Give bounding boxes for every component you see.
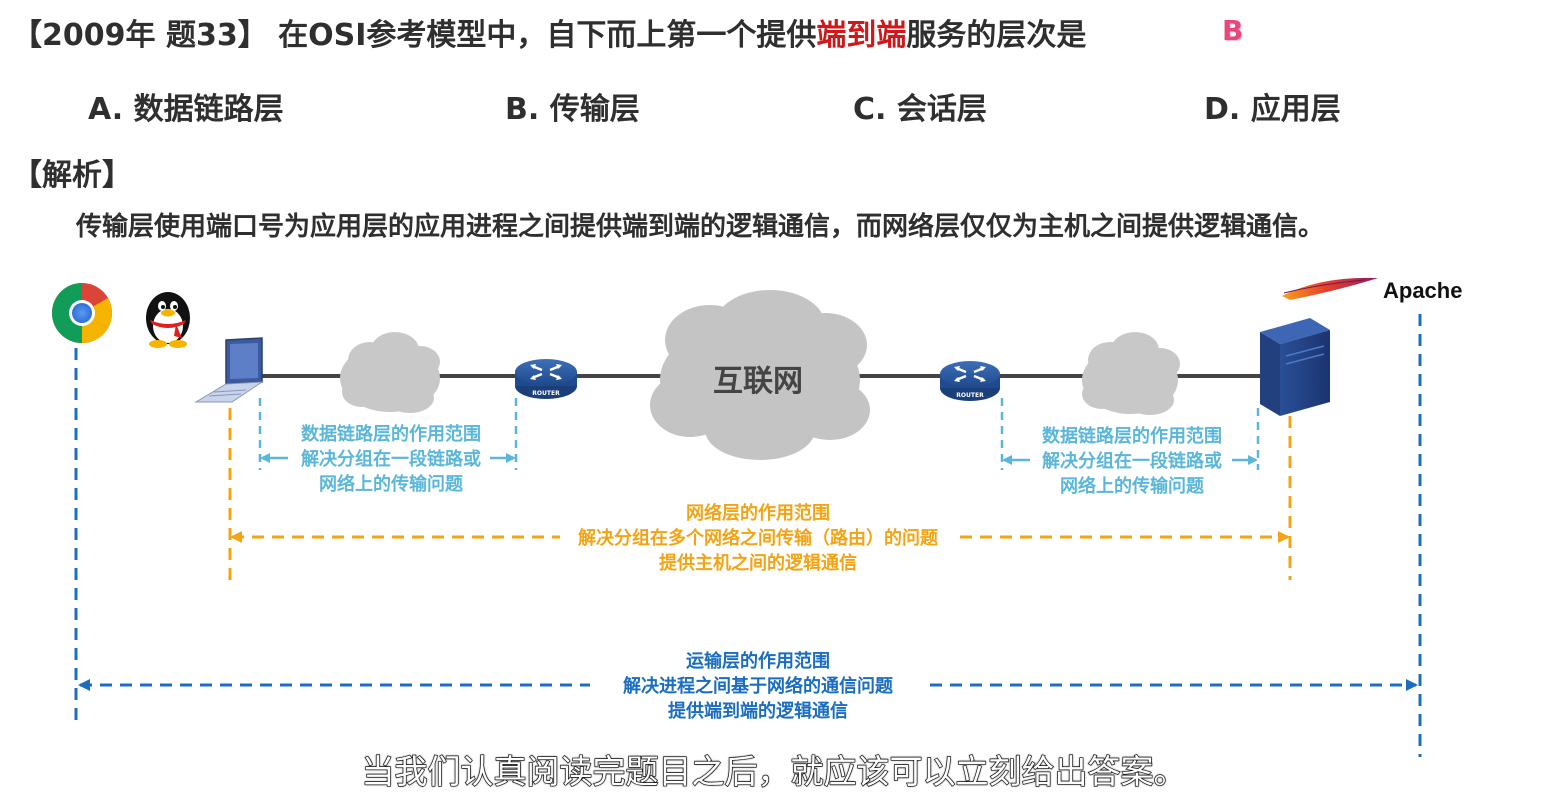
left-router-label: ROUTER <box>532 390 560 397</box>
left-link-line-1: 数据链路层的作用范围 <box>301 423 481 445</box>
transport-line-2: 解决进程之间基于网络的通信问题 <box>623 675 894 697</box>
right-link-line-1: 数据链路层的作用范围 <box>1042 425 1222 447</box>
network-line-2: 解决分组在多个网络之间传输（路由）的问题 <box>578 527 939 549</box>
right-router-label: ROUTER <box>956 392 984 399</box>
network-line-3: 提供主机之间的逻辑通信 <box>659 552 857 574</box>
internet-label: 互联网 <box>713 364 803 399</box>
left-network-cloud-icon <box>340 332 440 413</box>
left-router-icon: ROUTER <box>515 359 577 399</box>
left-link-line-2: 解决分组在一段链路或 <box>301 448 481 470</box>
video-subtitle: 当我们认真阅读完题目之后，就应该可以立刻给出答案。 <box>0 745 1548 793</box>
right-link-line-3: 网络上的传输问题 <box>1060 475 1205 497</box>
qq-penguin-icon <box>146 292 190 348</box>
apache-label: Apache <box>1383 278 1462 303</box>
transport-line-1: 运输层的作用范围 <box>686 650 830 672</box>
transport-line-3: 提供端到端的逻辑通信 <box>668 700 848 722</box>
network-line-1: 网络层的作用范围 <box>686 502 830 524</box>
laptop-icon <box>196 338 262 402</box>
right-network-cloud-icon <box>1082 332 1180 415</box>
apache-feather-icon <box>1282 278 1378 300</box>
chrome-icon <box>52 280 112 343</box>
right-link-line-2: 解决分组在一段链路或 <box>1042 450 1222 472</box>
server-icon <box>1260 318 1330 416</box>
left-link-line-3: 网络上的传输问题 <box>319 473 464 495</box>
right-router-icon: ROUTER <box>940 361 1000 401</box>
